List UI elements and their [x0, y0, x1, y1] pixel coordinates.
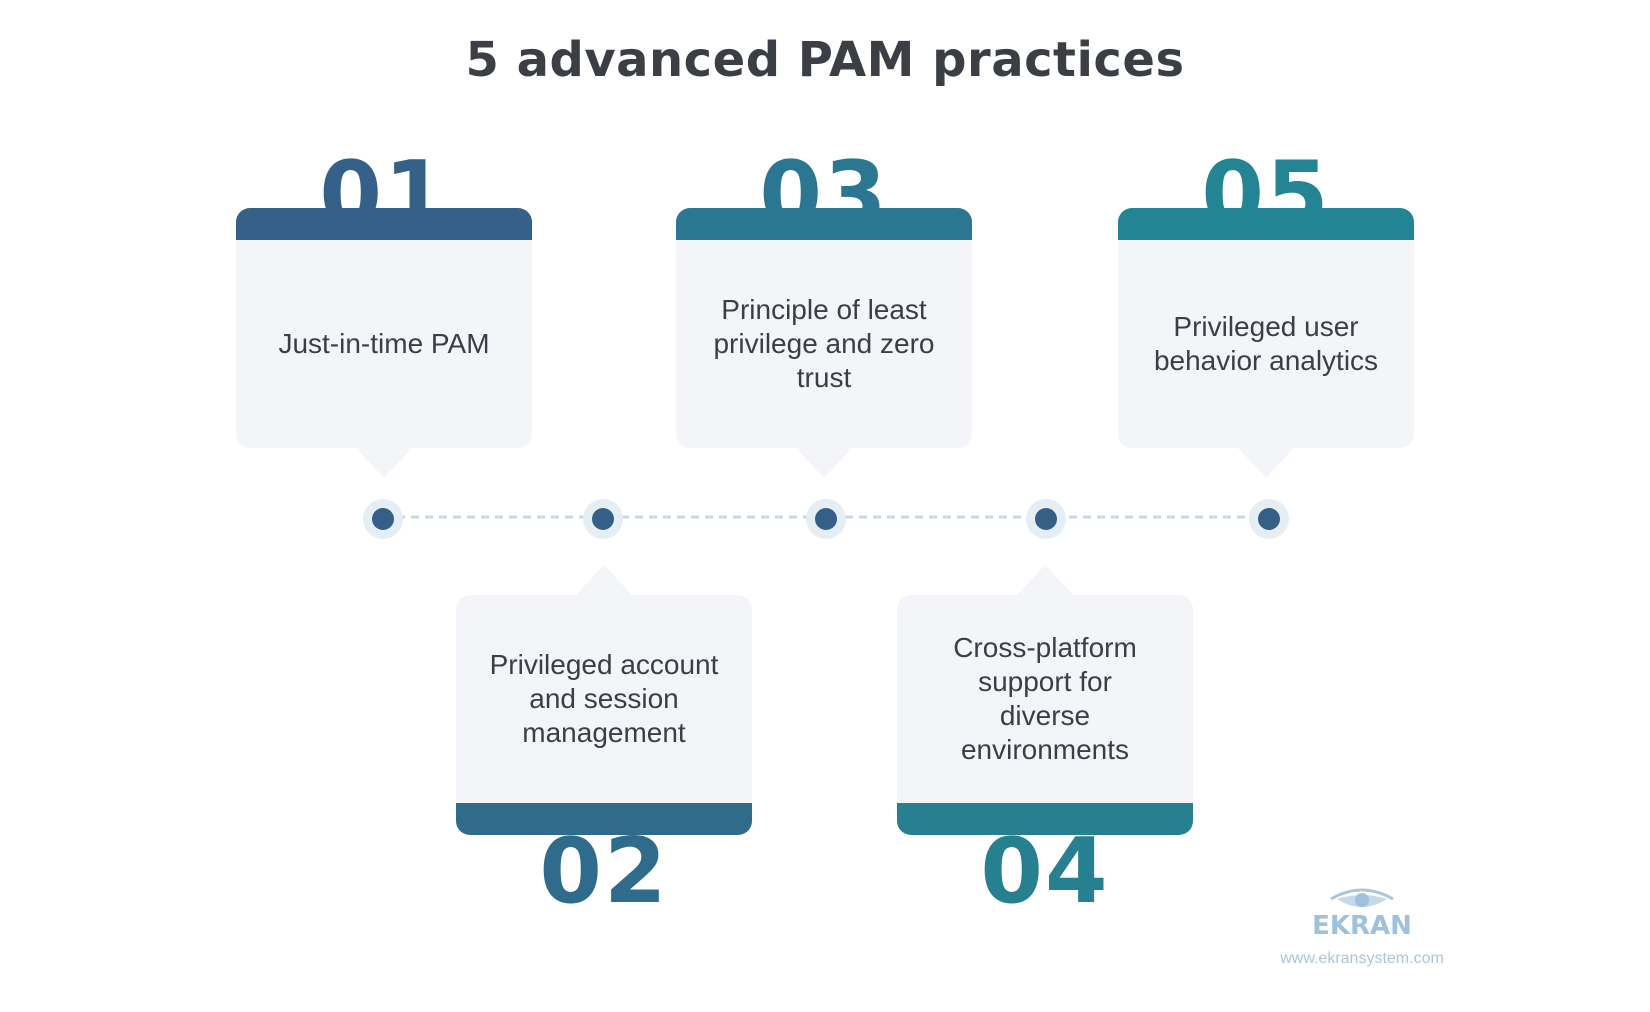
step-card-02: Privileged account and session managemen…	[456, 565, 752, 917]
step-number: 02	[539, 819, 669, 924]
timeline-node-03	[806, 499, 846, 539]
step-body: Privileged account and session managemen…	[456, 595, 752, 803]
brand-name: EKRAN	[1312, 911, 1412, 941]
step-label: Principle of least privilege and zero tr…	[713, 294, 935, 393]
page-title: 5 advanced PAM practices	[465, 32, 1185, 88]
step-label: Privileged account and session managemen…	[489, 649, 719, 748]
step-card-04: Cross-platform support for diverse envir…	[897, 565, 1193, 917]
step-pointer	[796, 448, 852, 478]
eye-icon	[1330, 888, 1394, 907]
timeline-node-02	[583, 499, 623, 539]
brand-logo: EKRAN www.ekransystem.com	[1262, 885, 1462, 967]
step-number: 04	[980, 819, 1110, 924]
step-pointer	[1017, 565, 1073, 595]
step-body: Just-in-time PAM	[236, 240, 532, 448]
brand-url: www.ekransystem.com	[1280, 950, 1444, 967]
step-band	[236, 208, 532, 240]
step-band	[897, 803, 1193, 835]
step-card-03: 03 Principle of least privilege and zero…	[676, 150, 972, 480]
step-pointer	[576, 565, 632, 595]
step-body: Privileged user behavior analytics	[1118, 240, 1414, 448]
step-card-01: 01 Just-in-time PAM	[236, 150, 532, 480]
step-label: Just-in-time PAM	[278, 328, 490, 359]
step-body: Principle of least privilege and zero tr…	[676, 240, 972, 448]
step-band	[1118, 208, 1414, 240]
step-body: Cross-platform support for diverse envir…	[897, 595, 1193, 803]
step-band	[676, 208, 972, 240]
timeline-node-01	[363, 499, 403, 539]
timeline-node-05	[1249, 499, 1289, 539]
step-card-05: 05 Privileged user behavior analytics	[1118, 150, 1414, 480]
timeline-node-04	[1026, 499, 1066, 539]
step-pointer	[356, 448, 412, 478]
step-pointer	[1238, 448, 1294, 478]
step-label: Privileged user behavior analytics	[1153, 311, 1379, 376]
step-band	[456, 803, 752, 835]
step-label: Cross-platform support for diverse envir…	[953, 632, 1137, 765]
